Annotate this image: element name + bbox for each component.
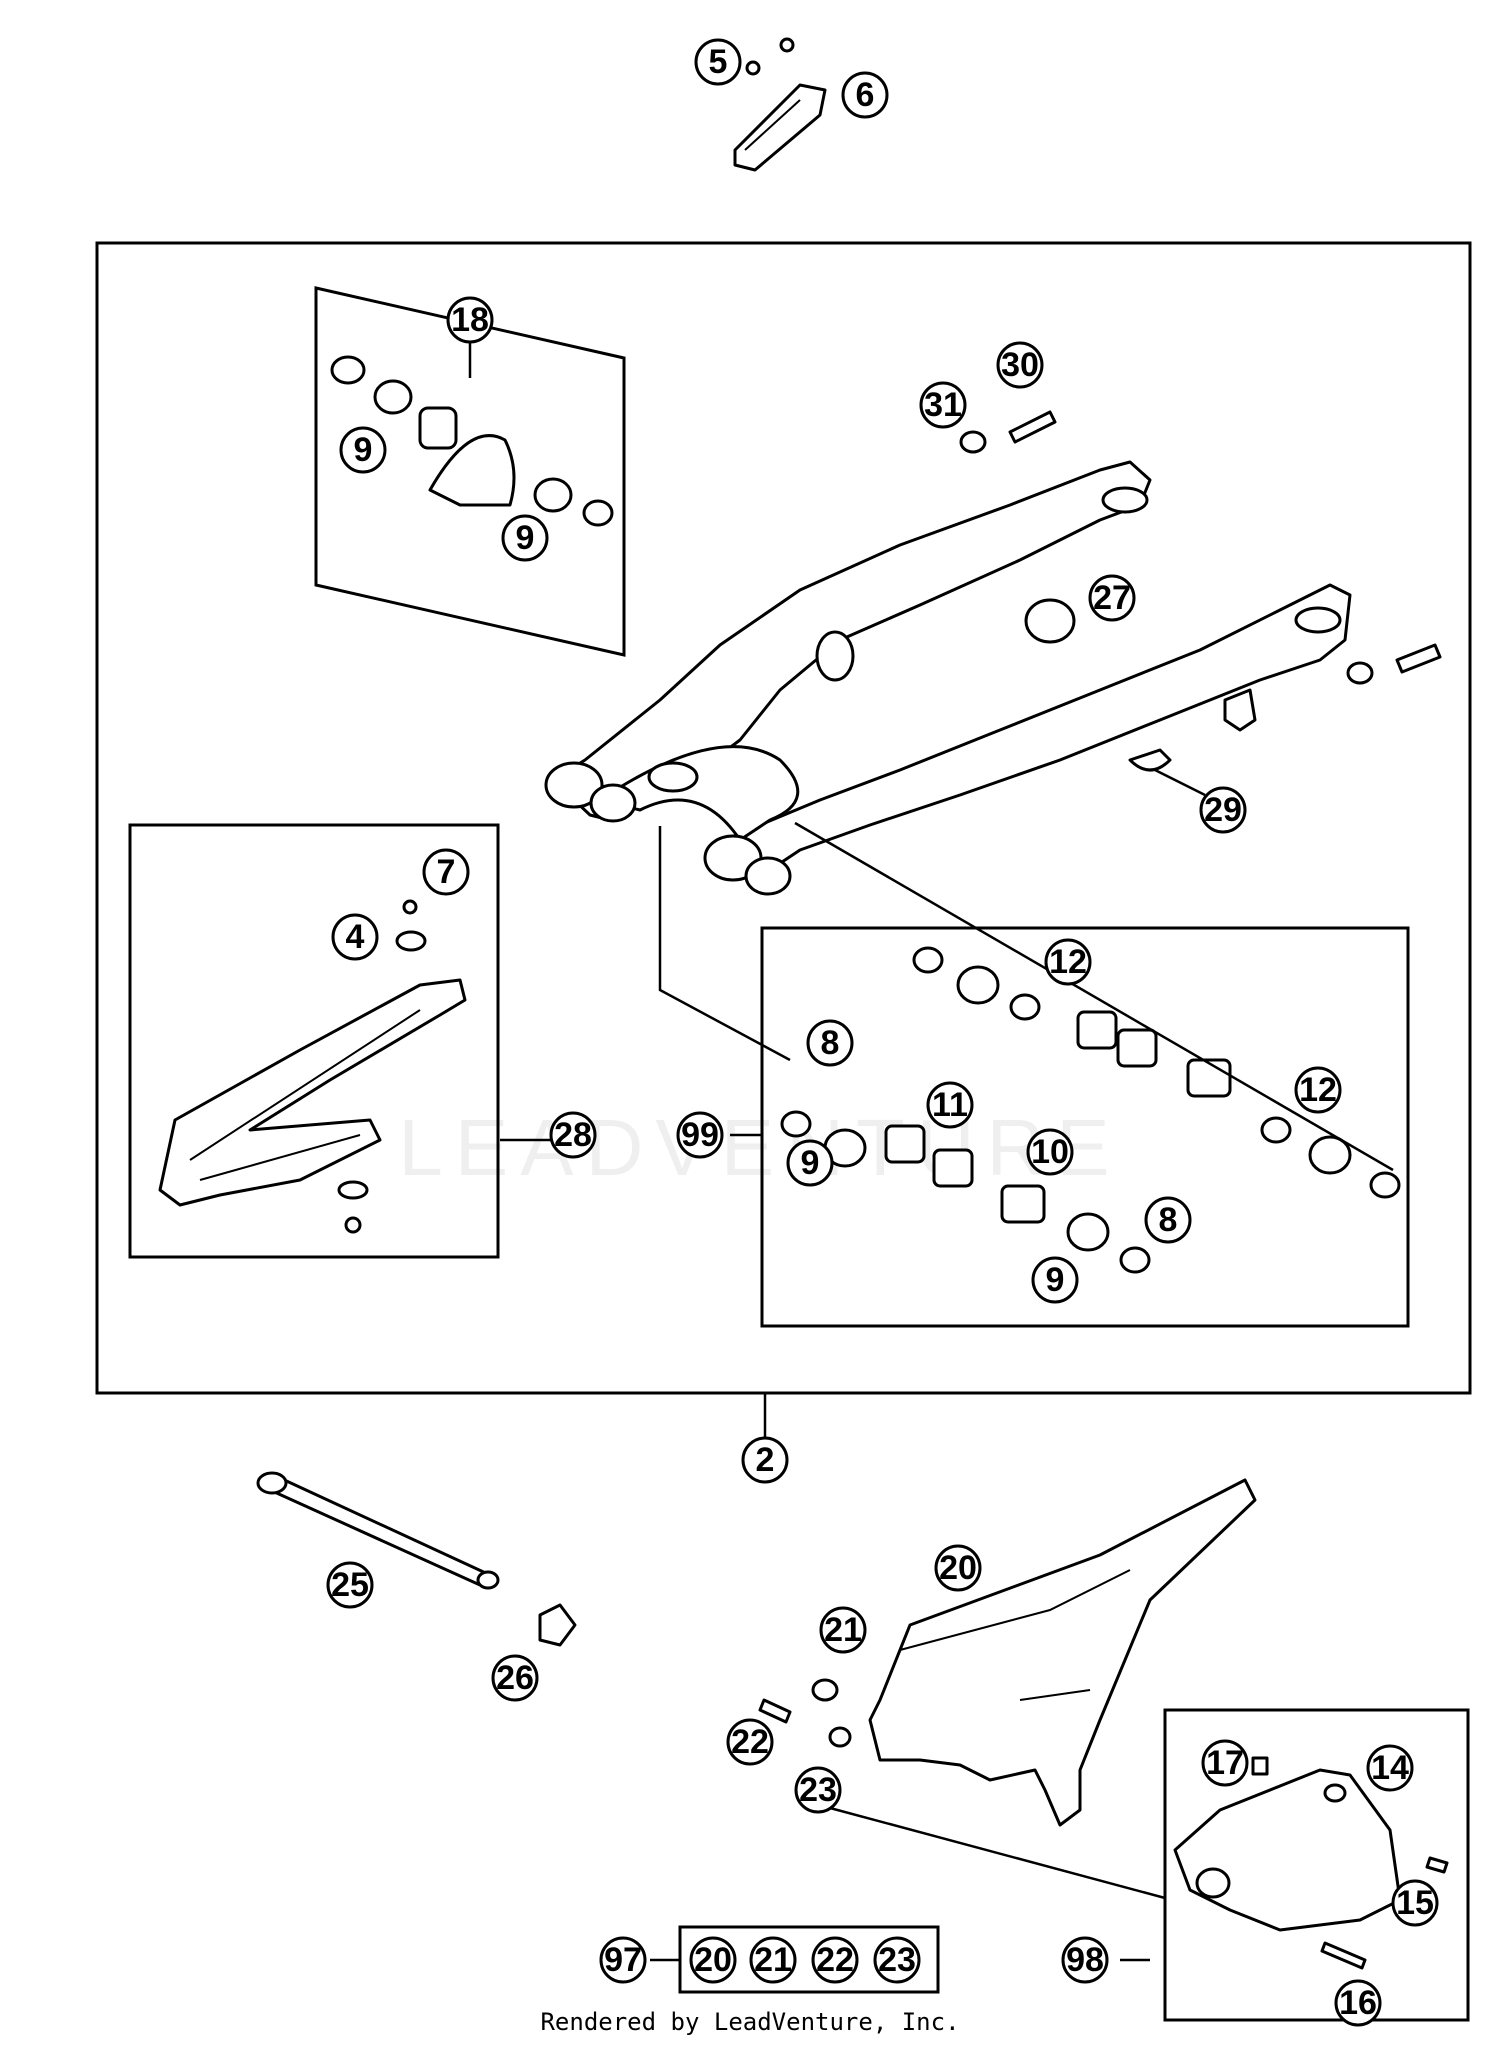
svg-text:30: 30: [1001, 346, 1039, 384]
callout-29: 29: [1199, 786, 1247, 834]
svg-text:14: 14: [1371, 1749, 1409, 1787]
svg-text:27: 27: [1093, 579, 1131, 617]
bearing-kit-parts: [780, 946, 1401, 1274]
svg-text:17: 17: [1206, 1744, 1244, 1782]
svg-text:4: 4: [346, 918, 365, 956]
svg-text:26: 26: [496, 1659, 534, 1697]
svg-text:9: 9: [516, 519, 535, 557]
svg-text:20: 20: [694, 1941, 732, 1979]
callout-9c: 9: [786, 1139, 834, 1187]
svg-text:25: 25: [331, 1566, 369, 1604]
callout-22: 22: [726, 1718, 774, 1766]
rendered-by-footer: Rendered by LeadVenture, Inc.: [540, 2008, 960, 2036]
kit-97-box: [678, 1925, 940, 1994]
callout-7: 7: [422, 848, 470, 896]
svg-text:99: 99: [681, 1116, 719, 1154]
callout-9a: 9: [339, 426, 387, 474]
svg-text:12: 12: [1049, 943, 1087, 981]
callout-10: 10: [1026, 1128, 1074, 1176]
kit-97-item-20: 20: [689, 1936, 737, 1984]
swingarm-axle-part: [256, 1471, 577, 1647]
callout-9d: 9: [1031, 1256, 1079, 1304]
svg-text:21: 21: [754, 1941, 792, 1979]
chain-guide-part: [158, 899, 467, 1234]
watermark-text: LEADVENTURE: [398, 1103, 1121, 1192]
callout-99: 99: [676, 1111, 724, 1159]
callout-98: 98: [1061, 1936, 1109, 1984]
chain-guide-98-part: [1173, 1756, 1449, 1970]
callout-12b: 12: [1294, 1066, 1342, 1114]
svg-text:9: 9: [801, 1144, 820, 1182]
kit-97-item-21: 21: [749, 1936, 797, 1984]
callout-23: 23: [794, 1766, 842, 1814]
callout-31: 31: [919, 381, 967, 429]
svg-text:9: 9: [1046, 1261, 1065, 1299]
svg-text:28: 28: [554, 1116, 592, 1154]
bearing-kit-subframe: [760, 926, 1410, 1328]
callout-9b: 9: [501, 514, 549, 562]
callout-6: 6: [841, 71, 889, 119]
callout-8b: 8: [1144, 1196, 1192, 1244]
callout-2: 2: [741, 1436, 789, 1484]
chain-guard-part: [758, 1478, 1257, 1827]
svg-text:97: 97: [604, 1941, 642, 1979]
chain-guide-subframe: [128, 823, 500, 1259]
svg-text:9: 9: [354, 431, 373, 469]
svg-text:6: 6: [856, 76, 875, 114]
pivot-bearing-parts: [330, 355, 614, 527]
svg-text:31: 31: [924, 386, 962, 424]
svg-text:5: 5: [709, 43, 728, 81]
callout-5: 5: [694, 38, 742, 86]
svg-text:2: 2: [756, 1441, 775, 1479]
pivot-bearing-subframe: [314, 286, 626, 657]
svg-text:23: 23: [799, 1771, 837, 1809]
swingarm-body: [544, 460, 1352, 896]
svg-text:20: 20: [939, 1549, 977, 1587]
callout-18: 18: [446, 296, 494, 344]
callout-8a: 8: [806, 1019, 854, 1067]
svg-text:98: 98: [1066, 1941, 1104, 1979]
svg-text:22: 22: [816, 1941, 854, 1979]
callout-20: 20: [934, 1544, 982, 1592]
svg-text:23: 23: [878, 1941, 916, 1979]
chain-slider-part: [733, 37, 827, 172]
callout-25: 25: [326, 1561, 374, 1609]
leader-lines: [468, 340, 1394, 1962]
callout-16: 16: [1334, 1979, 1382, 2027]
svg-text:18: 18: [451, 301, 489, 339]
callout-15: 15: [1391, 1879, 1439, 1927]
swingarm-small-parts: [959, 410, 1442, 685]
svg-text:8: 8: [1159, 1201, 1178, 1239]
svg-text:21: 21: [824, 1611, 862, 1649]
kit-97-item-22: 22: [811, 1936, 859, 1984]
callout-97: 97: [599, 1936, 647, 1984]
svg-text:10: 10: [1031, 1133, 1069, 1171]
swingarm-assembly-frame: [95, 241, 1472, 1395]
callout-17: 17: [1201, 1739, 1249, 1787]
svg-text:11: 11: [932, 1086, 968, 1124]
callout-14: 14: [1366, 1744, 1414, 1792]
callout-30: 30: [996, 341, 1044, 389]
svg-text:12: 12: [1299, 1071, 1337, 1109]
callout-12a: 12: [1044, 938, 1092, 986]
callout-21: 21: [819, 1606, 867, 1654]
callout-26: 26: [491, 1654, 539, 1702]
svg-text:29: 29: [1204, 791, 1242, 829]
svg-text:22: 22: [731, 1723, 769, 1761]
svg-text:15: 15: [1396, 1884, 1434, 1922]
callout-28: 28: [549, 1111, 597, 1159]
svg-text:7: 7: [437, 853, 456, 891]
chain-guide-98-subframe: [1163, 1708, 1470, 2022]
svg-text:16: 16: [1339, 1984, 1377, 2022]
callout-27: 27: [1088, 574, 1136, 622]
callout-4: 4: [331, 913, 379, 961]
kit-97-item-23: 23: [873, 1936, 921, 1984]
callout-11: 11: [926, 1081, 974, 1129]
svg-text:8: 8: [821, 1024, 840, 1062]
